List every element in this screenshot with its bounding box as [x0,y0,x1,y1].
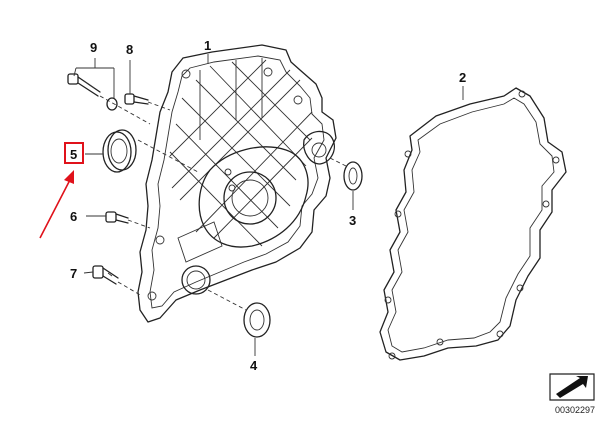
callout-7: 7 [70,266,77,281]
sealing-ring-part-4 [207,289,271,338]
bolt-part-6 [105,211,151,229]
bolt-part-8 [124,93,171,111]
shaft-seal-part-5 [102,129,199,173]
highlight-box [64,142,84,164]
callout-8: 8 [126,42,133,57]
callout-9: 9 [90,40,97,55]
bolt-part-9 [67,73,151,125]
callout-4: 4 [250,358,258,373]
leader-lines [73,54,464,356]
bolt-part-7 [92,265,143,297]
callout-5-highlight [39,142,84,239]
callouts: 9 8 1 2 5 6 7 3 4 [70,38,466,373]
reference-id: 00302297 [555,405,595,415]
red-arrow-icon [39,175,73,239]
callout-3: 3 [349,213,356,228]
callout-2: 2 [459,70,466,85]
red-arrowhead-icon [64,170,74,184]
callout-6: 6 [70,209,77,224]
gasket-part-2 [379,87,567,361]
arrow-page-icon[interactable] [549,373,595,401]
callout-1: 1 [204,38,211,53]
sealing-ring-part-3 [329,157,363,191]
timing-cover-part-1 [137,44,337,323]
callout-5: 5 [70,147,77,162]
